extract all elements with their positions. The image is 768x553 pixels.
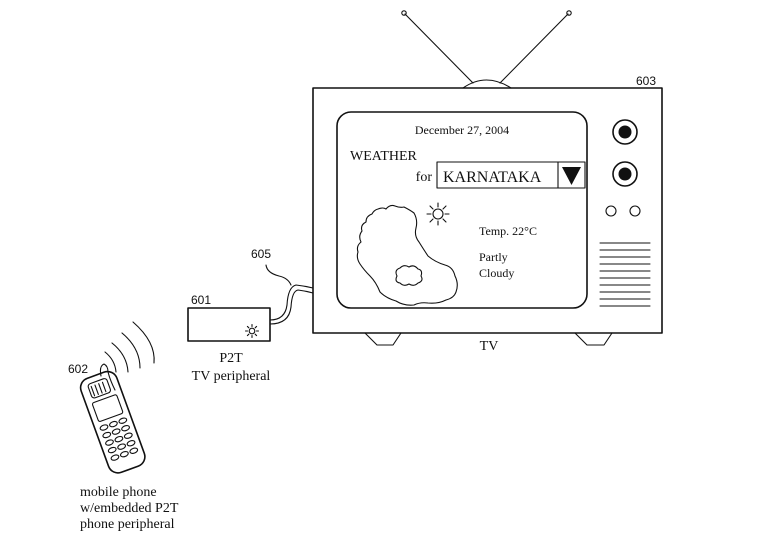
antenna: [401, 10, 572, 89]
tv-peripheral-label-line1: P2T: [219, 351, 243, 366]
knob-1-center: [618, 125, 632, 139]
knob-1-ring[interactable]: [612, 119, 638, 145]
mobile-phone: 602 mobile phone w/embedded P2T phone pe…: [68, 321, 179, 532]
phone-key: [111, 428, 121, 435]
phone-speaker: [87, 378, 111, 399]
ref-label-603: 603: [636, 74, 656, 88]
phone-key: [129, 447, 139, 454]
screen-condition-line2: Cloudy: [479, 266, 514, 280]
cloud-icon: [395, 265, 423, 286]
cable-leader-line: [265, 264, 292, 286]
tv-caption: TV: [480, 339, 499, 354]
ref-label-601: 601: [191, 293, 211, 307]
tv-controls: [599, 119, 651, 307]
wireless-signal-icon: [104, 321, 155, 373]
phone-key: [102, 431, 112, 439]
phone-label-line3: phone peripheral: [80, 517, 175, 532]
tv-peripheral-box: [187, 307, 271, 342]
tv-peripheral: 601 P2T TV peripheral: [187, 293, 271, 384]
region-dropdown-value: KARNATAKA: [443, 169, 542, 186]
phone-key: [117, 443, 127, 450]
sun-icon: [426, 202, 450, 226]
button-1[interactable]: [605, 205, 617, 217]
cable: 605: [251, 247, 314, 325]
region-map-outline: [356, 204, 458, 306]
phone-label-line1: mobile phone: [80, 485, 157, 500]
phone-key: [114, 435, 124, 443]
knob-2-ring[interactable]: [612, 161, 638, 187]
phone-key: [119, 450, 129, 458]
phone-key: [123, 432, 133, 439]
antenna-right: [499, 13, 569, 84]
screen-date: December 27, 2004: [415, 123, 509, 137]
light-indicator-icon: [244, 323, 260, 339]
tv-foot-right: [574, 332, 613, 346]
phone-key: [121, 425, 130, 432]
cable-wire-b: [269, 289, 314, 325]
phone-keypad: [99, 417, 139, 461]
screen-for-label: for: [416, 170, 433, 185]
knob-2-center: [618, 167, 632, 181]
phone-key: [126, 440, 136, 447]
tv-peripheral-label-line2: TV peripheral: [192, 369, 271, 384]
ref-label-602: 602: [68, 362, 88, 376]
phone-body: [79, 370, 146, 474]
tv-cabinet: [312, 87, 663, 334]
phone-label-line2: w/embedded P2T: [80, 501, 179, 516]
antenna-left: [404, 13, 474, 84]
phone-key: [99, 424, 109, 431]
antenna-tip-right: [566, 10, 572, 16]
screen-title: WEATHER: [350, 149, 418, 164]
phone-key: [109, 420, 118, 428]
antenna-base: [462, 79, 512, 89]
phone-key: [107, 446, 117, 454]
region-dropdown[interactable]: KARNATAKA: [436, 161, 586, 189]
phone-key: [110, 454, 120, 461]
screen-temperature: Temp. 22°C: [479, 224, 537, 238]
triangle-down-icon[interactable]: [562, 167, 581, 185]
tv: December 27, 2004 WEATHER for KARNATAKA …: [312, 10, 663, 354]
ref-label-605: 605: [251, 247, 271, 261]
screen-condition-line1: Partly: [479, 250, 508, 264]
speaker-grille: [599, 242, 651, 307]
tv-foot-left: [364, 332, 402, 346]
phone-key: [105, 439, 114, 446]
phone-antenna: [99, 363, 116, 391]
button-2[interactable]: [629, 205, 641, 217]
cable-wire-a: [269, 284, 314, 321]
antenna-tip-left: [401, 10, 407, 16]
phone-display: [91, 394, 124, 422]
region-dropdown-box[interactable]: [436, 161, 586, 189]
phone-key: [118, 417, 128, 424]
tv-screen: [336, 111, 588, 309]
